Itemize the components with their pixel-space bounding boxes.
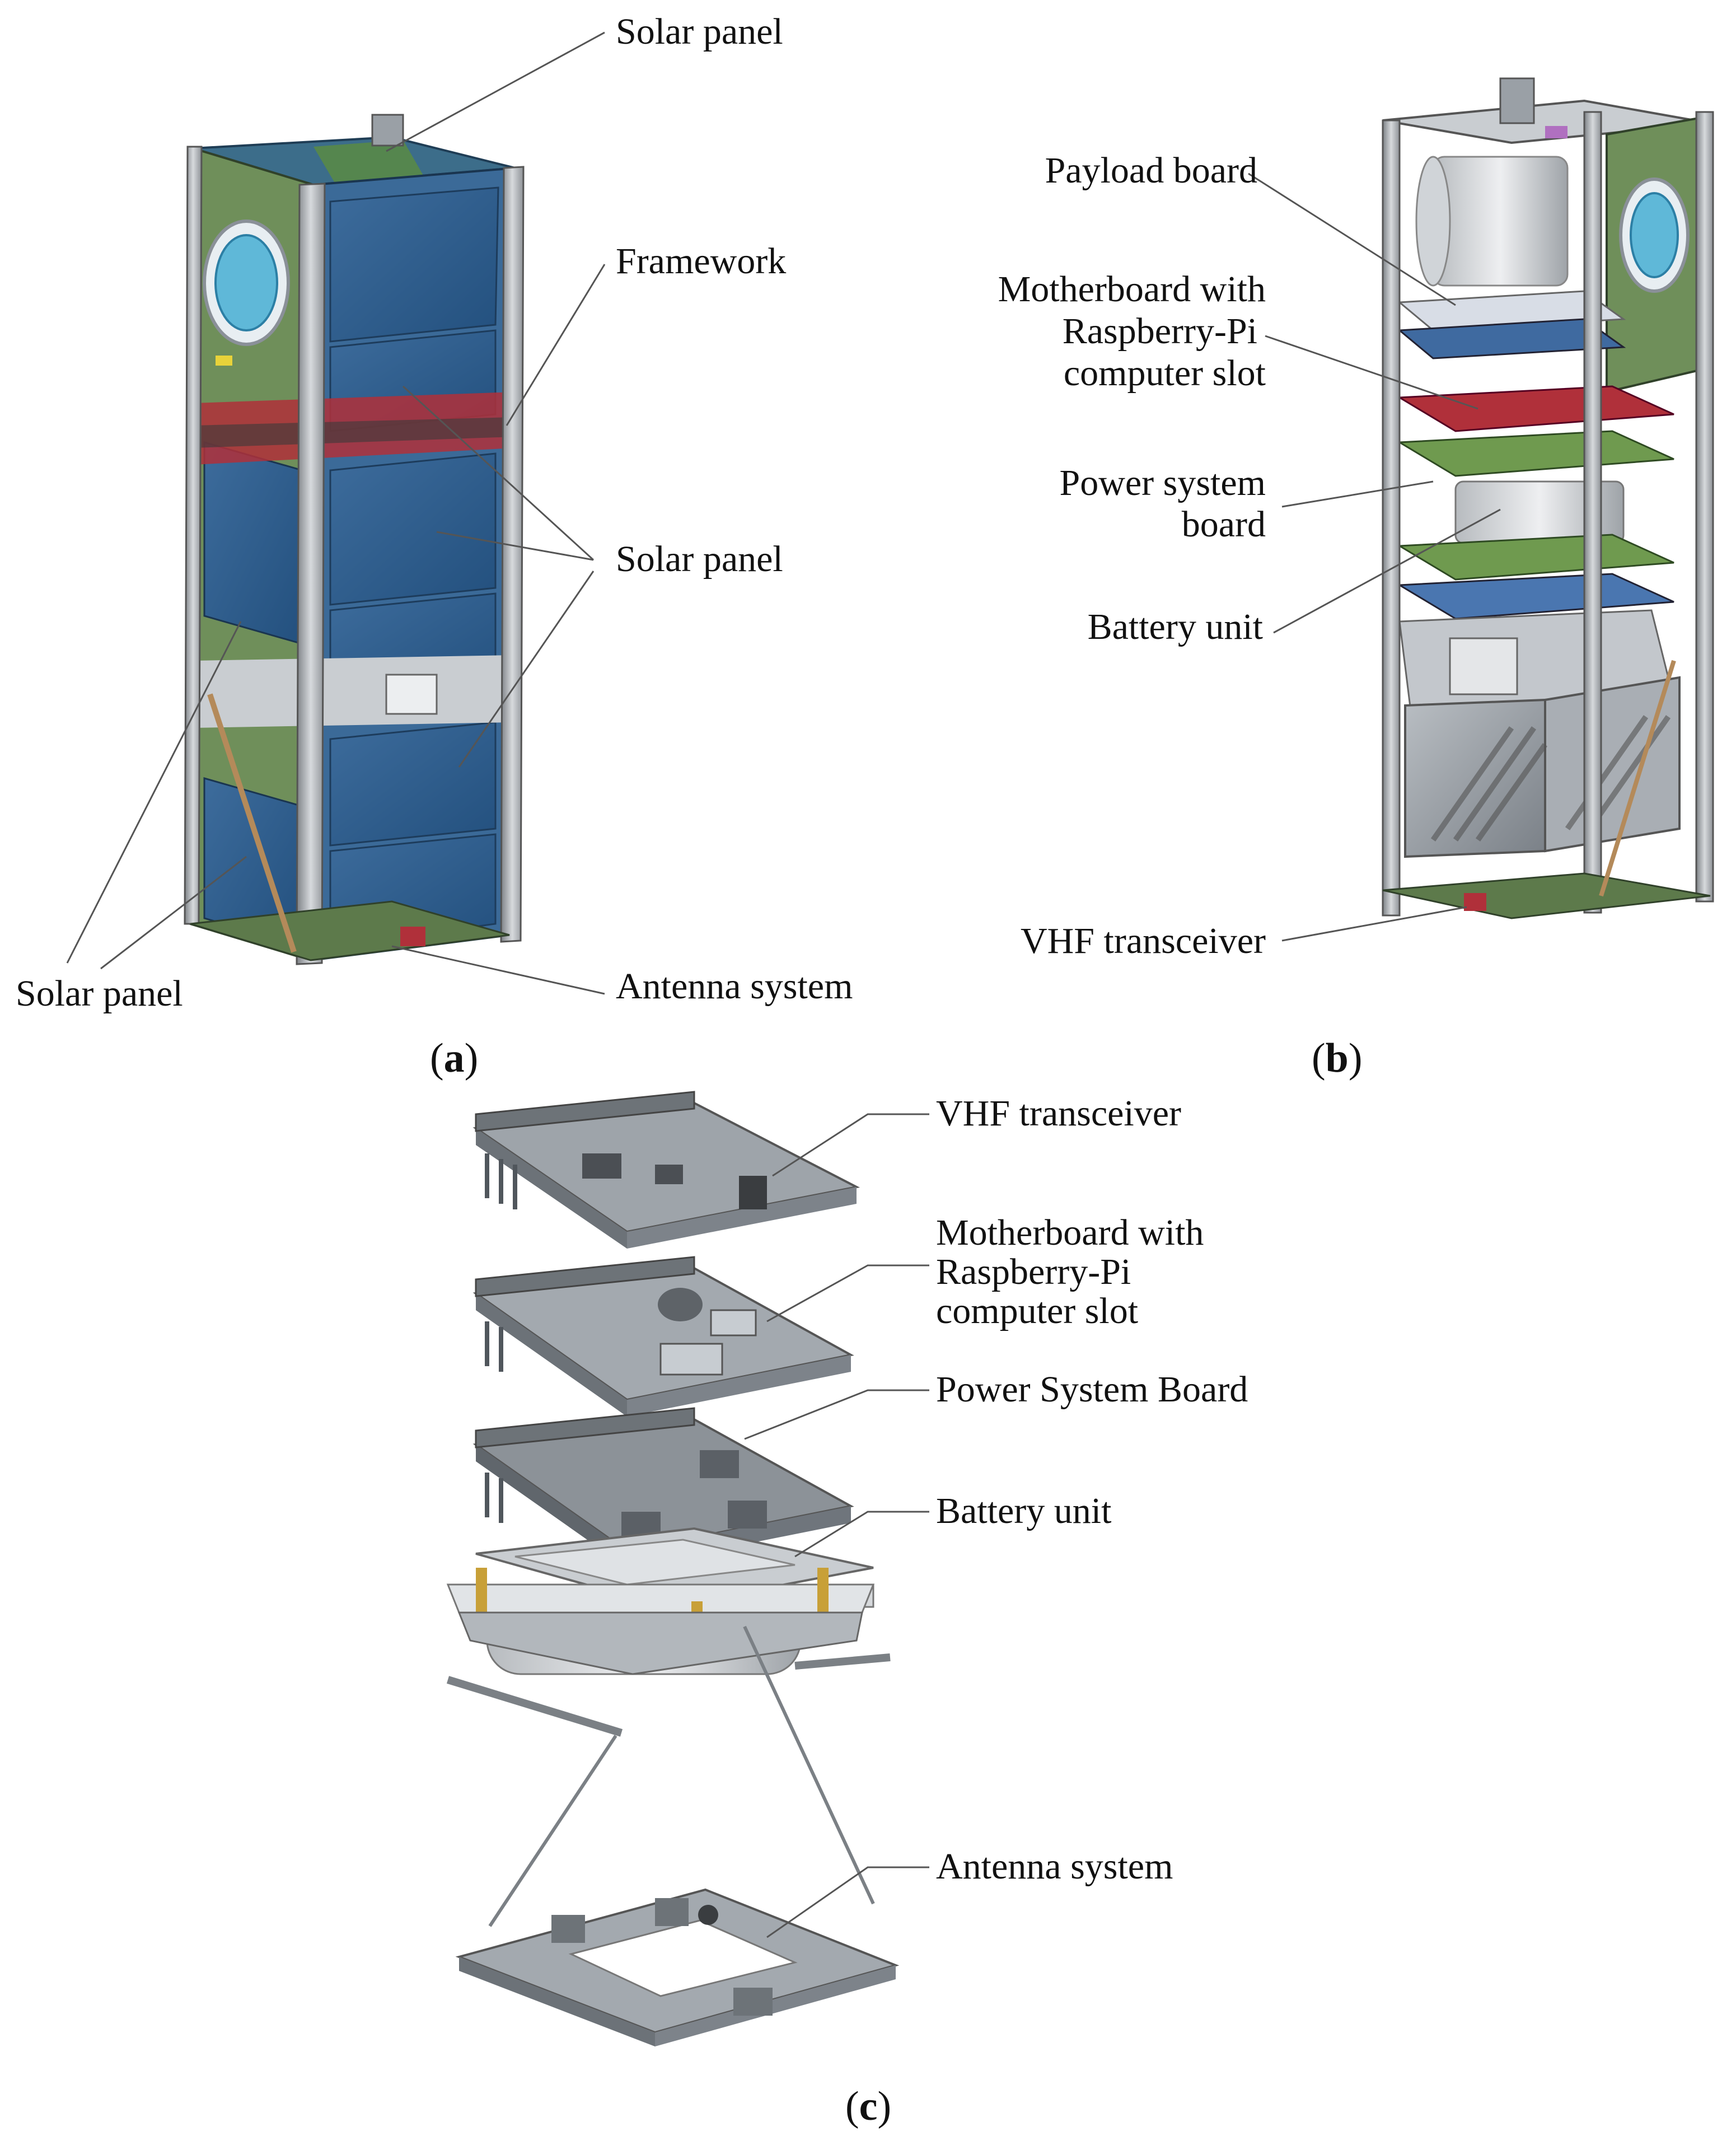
label-c-vhf-transceiver: VHF transceiver — [936, 1093, 1182, 1134]
exploded-antenna-rods — [446, 1625, 891, 1927]
label-c-power-system-board: Power System Board — [936, 1369, 1248, 1410]
label-b-power-system-line2: board — [1181, 504, 1266, 545]
panel-b-cubesat-interior — [1382, 77, 1714, 919]
panel-c-leader-lines — [744, 1113, 929, 1938]
panel-c-exploded-view — [446, 1091, 900, 2046]
label-a-solar-panel-top: Solar panel — [616, 11, 783, 52]
label-b-payload-board: Payload board — [1045, 150, 1257, 191]
label-c-antenna-system: Antenna system — [936, 1846, 1173, 1887]
exploded-antenna-plate — [455, 1888, 900, 2046]
label-b-vhf-transceiver: VHF transceiver — [1020, 920, 1266, 961]
caption-c: (c) — [845, 2083, 892, 2129]
label-b-power-system-line1: Power system — [1059, 462, 1266, 503]
label-a-antenna-system: Antenna system — [616, 966, 853, 1007]
label-b-battery-unit: Battery unit — [1087, 606, 1263, 647]
label-a-solar-panel-left: Solar panel — [16, 973, 183, 1014]
caption-a: (a) — [430, 1035, 479, 1081]
label-b-motherboard-line3: computer slot — [1063, 353, 1266, 394]
label-b-motherboard-line2: Raspberry-Pi — [1062, 311, 1257, 352]
label-c-motherboard-line3: computer slot — [936, 1291, 1139, 1331]
panel-a-leader-lines — [66, 31, 606, 995]
exploded-vhf-board — [472, 1091, 860, 1249]
caption-b: (b) — [1312, 1035, 1363, 1081]
panel-a-cubesat-exterior — [184, 114, 525, 965]
label-a-solar-panel-mid: Solar panel — [616, 539, 783, 580]
label-c-motherboard-line1: Motherboard with — [936, 1212, 1204, 1253]
panel-b-leader-lines — [1248, 172, 1501, 942]
exploded-battery-unit — [446, 1527, 875, 1675]
label-b-motherboard-line1: Motherboard with — [998, 269, 1266, 310]
label-c-battery-unit: Battery unit — [936, 1490, 1112, 1531]
label-a-framework: Framework — [616, 241, 787, 282]
exploded-motherboard — [472, 1256, 854, 1417]
label-c-motherboard-line2: Raspberry-Pi — [936, 1251, 1131, 1292]
